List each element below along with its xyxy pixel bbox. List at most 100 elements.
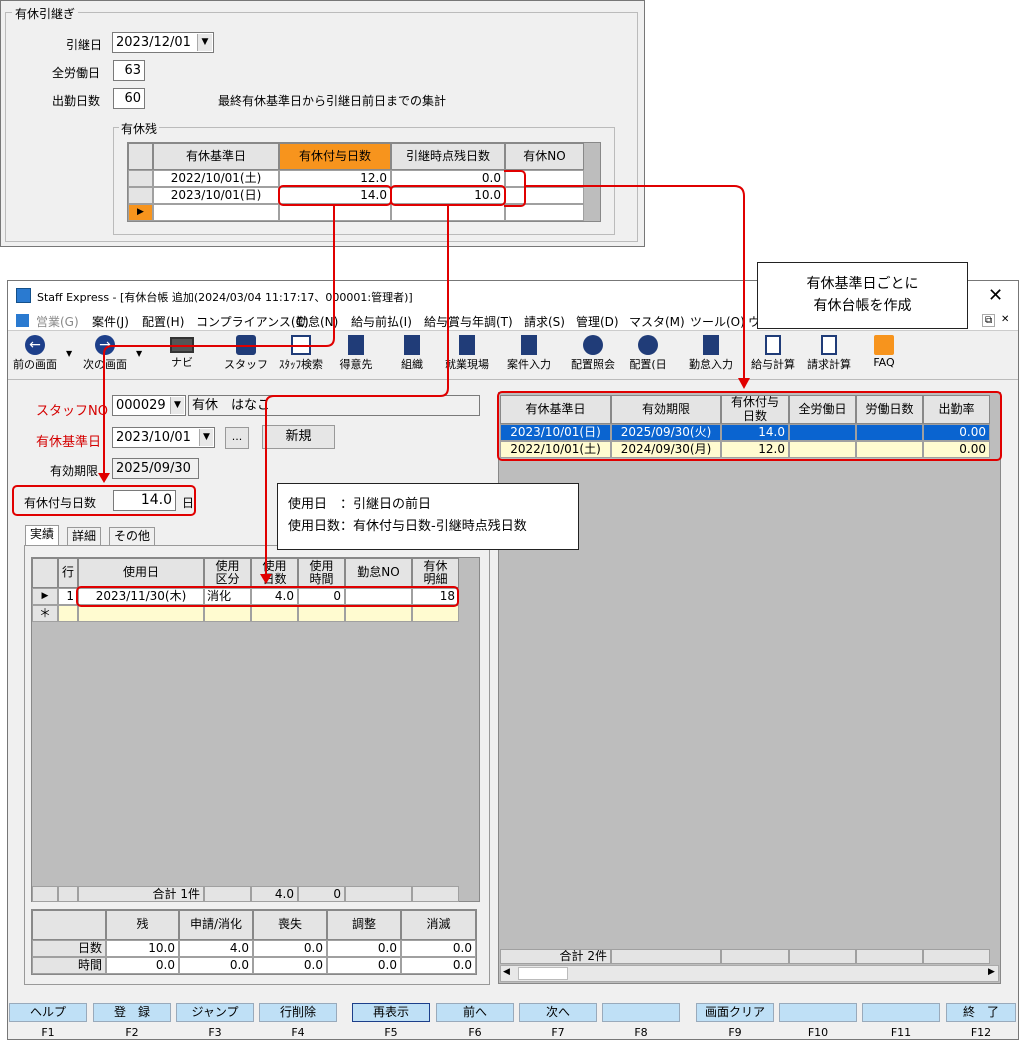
table-row-grant-days[interactable]: 14.0 — [279, 187, 391, 204]
staff-no-select[interactable]: 000029 ▼ — [112, 395, 186, 416]
table-row-use-type[interactable]: 消化 — [204, 588, 251, 605]
grant-days-input[interactable]: 14.0 — [113, 490, 176, 511]
tab-other[interactable]: その他 — [109, 527, 156, 546]
carryover-date-select[interactable]: 2023/12/01 ▼ — [112, 32, 214, 53]
new-row-cell[interactable] — [279, 204, 391, 221]
new-row-cell[interactable] — [345, 605, 412, 622]
staff-search-button[interactable]: ｽﾀｯﾌ検索 — [274, 331, 328, 375]
ledger-row-grant[interactable]: 12.0 — [721, 441, 789, 458]
customer-button[interactable]: 得意先 — [334, 331, 378, 375]
table-row-leave-detail[interactable]: 18 — [412, 588, 459, 605]
new-row-cell[interactable] — [298, 605, 345, 622]
table-row-use-date[interactable]: 2023/11/30(木) — [78, 588, 204, 605]
menu-admin[interactable]: 管理(D) — [576, 315, 619, 329]
ledger-row-attend-rate[interactable]: 0.00 — [923, 441, 990, 458]
faq-button[interactable]: FAQ — [862, 331, 906, 375]
ledger-row-grant[interactable]: 14.0 — [721, 424, 789, 441]
organization-button[interactable]: 組織 — [390, 331, 434, 375]
ledger-row-base-date[interactable]: 2023/10/01(日) — [500, 424, 611, 441]
placement-daily-button[interactable]: 配置(日 — [624, 331, 672, 375]
ledger-row-expiry[interactable]: 2025/09/30(火) — [611, 424, 721, 441]
table-row-base-date[interactable]: 2023/10/01(日) — [153, 187, 279, 204]
back-button[interactable]: ←前の画面 — [13, 335, 57, 371]
menu-advance-pay[interactable]: 給与前払(I) — [351, 315, 412, 329]
row-selector[interactable] — [128, 170, 153, 187]
new-row-cell[interactable] — [204, 605, 251, 622]
chevron-down-icon[interactable]: ▼ — [197, 34, 212, 51]
f4-delete-row-button[interactable]: 行削除 — [259, 1003, 337, 1022]
f2-register-button[interactable]: 登 録 — [93, 1003, 171, 1022]
table-row-use-time[interactable]: 0 — [298, 588, 345, 605]
f3-jump-button[interactable]: ジャンプ — [176, 1003, 254, 1022]
f12-exit-button[interactable]: 終 了 — [946, 1003, 1016, 1022]
table-row-line[interactable]: 1 — [58, 588, 78, 605]
placement-inquiry-button[interactable]: 配置照会 — [566, 331, 620, 375]
ledger-row-work-days[interactable] — [856, 424, 923, 441]
menu-projects[interactable]: 案件(J) — [92, 315, 129, 329]
scroll-thumb[interactable] — [518, 967, 568, 980]
f8-button[interactable] — [602, 1003, 680, 1022]
forward-button[interactable]: →次の画面 — [83, 335, 127, 371]
menu-master[interactable]: マスタ(M) — [629, 315, 685, 329]
table-row-use-days[interactable]: 4.0 — [251, 588, 298, 605]
payroll-calc-button[interactable]: 給与計算 — [746, 331, 800, 375]
f9-clear-button[interactable]: 画面クリア — [696, 1003, 774, 1022]
new-row-cell[interactable] — [391, 204, 505, 221]
f1-help-button[interactable]: ヘルプ — [9, 1003, 87, 1022]
project-entry-button[interactable]: 案件入力 — [502, 331, 556, 375]
close-icon[interactable]: ✕ — [988, 285, 1004, 306]
scroll-right-icon[interactable]: ▶ — [988, 967, 995, 977]
base-date-select[interactable]: 2023/10/01 ▼ — [112, 427, 215, 448]
menu-payroll[interactable]: 給与賞与年調(T) — [424, 315, 513, 329]
menu-tools[interactable]: ツール(O) — [690, 315, 745, 329]
close-child-icon[interactable]: ✕ — [1001, 314, 1010, 325]
f3-key-label: F3 — [208, 1026, 222, 1039]
ledger-row-base-date[interactable]: 2022/10/01(土) — [500, 441, 611, 458]
new-row-cell[interactable] — [58, 605, 78, 622]
f7-next-button[interactable]: 次へ — [519, 1003, 597, 1022]
tab-results[interactable]: 実績 — [25, 525, 60, 546]
billing-calc-button[interactable]: 請求計算 — [802, 331, 856, 375]
ledger-row-total-days[interactable] — [789, 424, 856, 441]
current-row-arrow-icon[interactable]: ▶ — [128, 204, 153, 221]
staff-button[interactable]: スタッフ — [224, 331, 268, 375]
ledger-row-total-days[interactable] — [789, 441, 856, 458]
attend-days-input[interactable]: 60 — [113, 88, 145, 109]
ledger-row-attend-rate[interactable]: 0.00 — [923, 424, 990, 441]
forward-dropdown-icon[interactable]: ▼ — [136, 349, 143, 358]
worksite-button[interactable]: 就業現場 — [440, 331, 494, 375]
table-row-attendance-no[interactable] — [345, 588, 412, 605]
menu-placement[interactable]: 配置(H) — [142, 315, 185, 329]
new-row-cell[interactable] — [153, 204, 279, 221]
new-row-cell[interactable] — [251, 605, 298, 622]
f10-button[interactable] — [779, 1003, 857, 1022]
new-button[interactable]: 新規 — [262, 425, 335, 449]
total-days-input[interactable]: 63 — [113, 60, 145, 81]
ledger-row-work-days[interactable] — [856, 441, 923, 458]
menu-billing[interactable]: 請求(S) — [524, 315, 565, 329]
f11-button[interactable] — [862, 1003, 940, 1022]
attendance-entry-button[interactable]: 勤怠入力 — [684, 331, 738, 375]
horizontal-scrollbar[interactable] — [500, 965, 999, 982]
row-selector[interactable] — [128, 187, 153, 204]
scroll-left-icon[interactable]: ◀ — [503, 967, 510, 977]
menu-attendance[interactable]: 勤怠(N) — [296, 315, 339, 329]
base-date-picker-button[interactable]: ... — [225, 427, 249, 449]
ledger-row-expiry[interactable]: 2024/09/30(月) — [611, 441, 721, 458]
menu-compliance[interactable]: コンプライアンス(C) — [196, 315, 309, 329]
restore-icon[interactable]: ⧉ — [982, 314, 996, 327]
new-row-cell[interactable] — [412, 605, 459, 622]
chevron-down-icon[interactable]: ▼ — [199, 429, 213, 446]
f5-refresh-button[interactable]: 再表示 — [352, 1003, 430, 1022]
new-row-cell[interactable] — [78, 605, 204, 622]
f6-prev-button[interactable]: 前へ — [436, 1003, 514, 1022]
back-dropdown-icon[interactable]: ▼ — [66, 349, 73, 358]
table-row-base-date[interactable]: 2022/10/01(土) — [153, 170, 279, 187]
chevron-down-icon[interactable]: ▼ — [170, 397, 184, 414]
navi-button[interactable]: ナビ — [160, 331, 204, 375]
menu-sales[interactable]: 営業(G) — [36, 315, 79, 329]
tab-detail[interactable]: 詳細 — [67, 527, 102, 546]
new-row-marker[interactable]: ＊ — [32, 605, 58, 622]
current-row-arrow-icon[interactable]: ▶ — [32, 588, 58, 605]
table-row-remaining-days[interactable]: 0.0 — [391, 170, 505, 187]
